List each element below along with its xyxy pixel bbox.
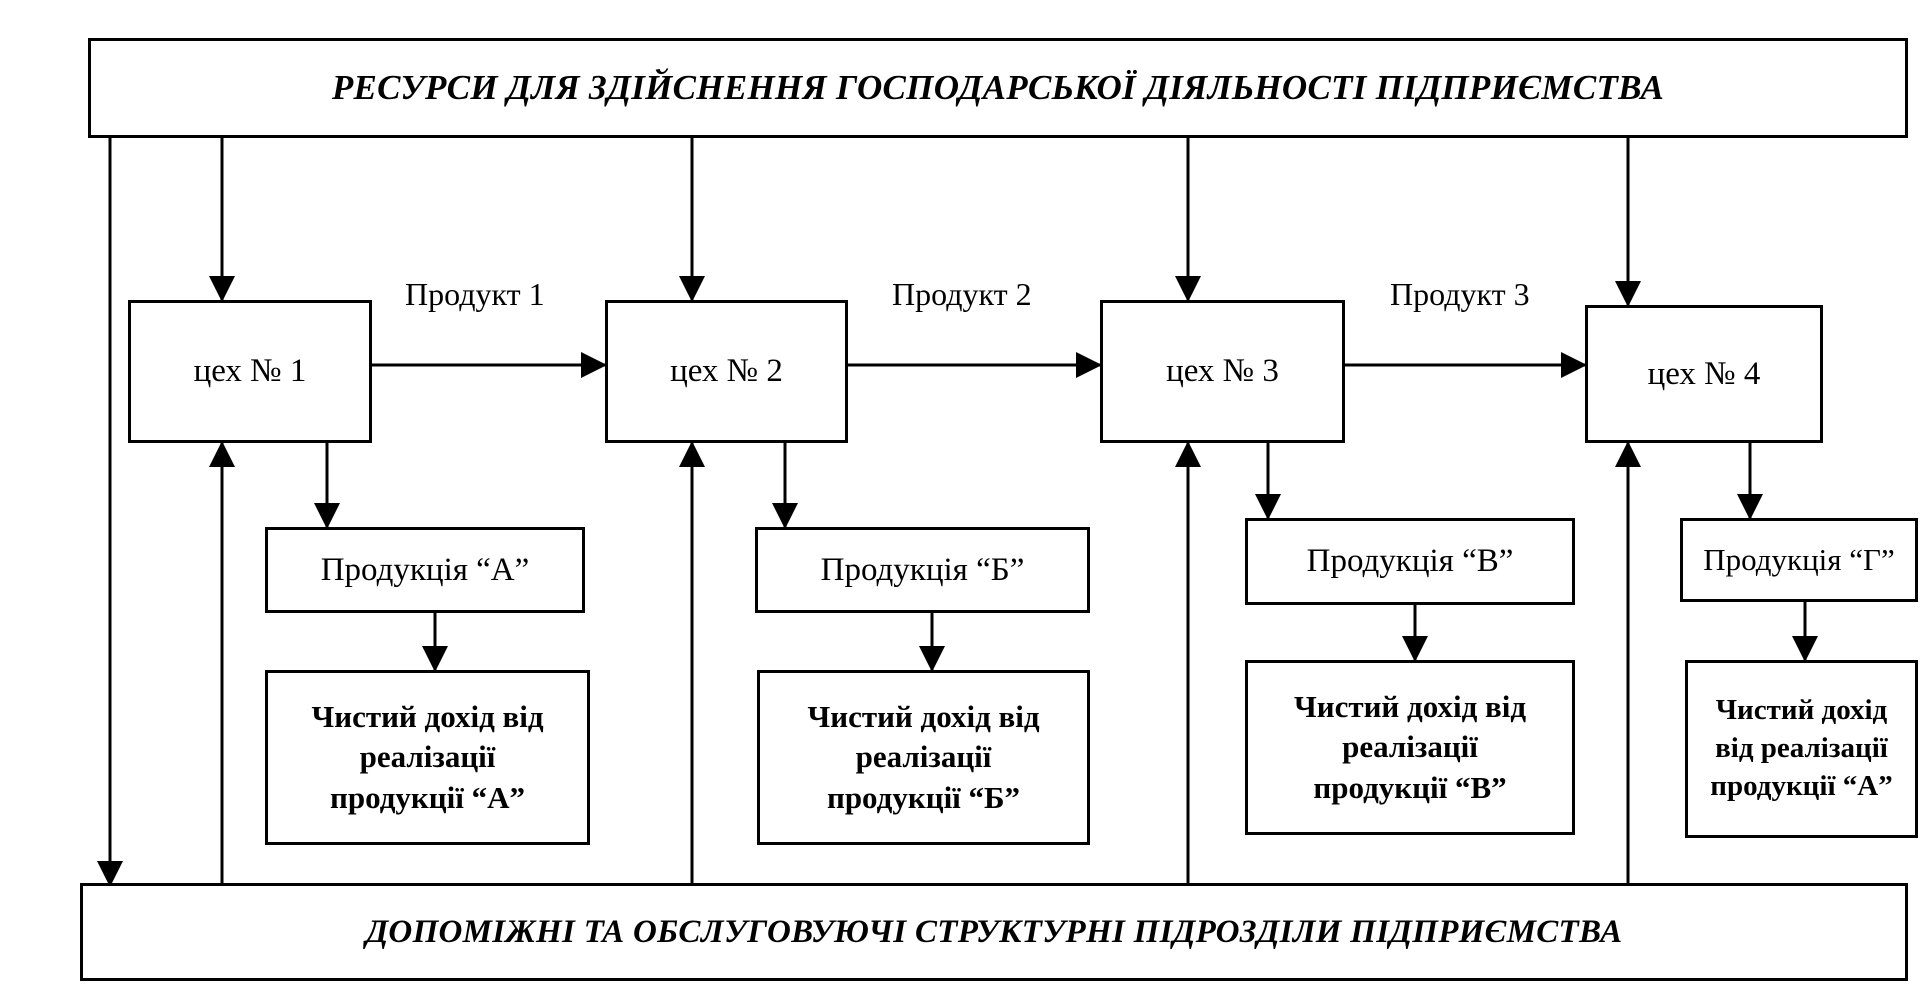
- income-box-b: Чистий дохід від реалізації продукції “Б…: [757, 670, 1090, 845]
- income-line: Чистий дохід: [1715, 694, 1888, 727]
- income-line: продукції “А”: [1710, 769, 1893, 802]
- income-line: Чистий дохід від: [311, 699, 544, 735]
- product-label: Продукція “В”: [1306, 543, 1514, 579]
- shop-box-3: цех № 3: [1100, 300, 1345, 443]
- income-box-g: Чистий дохід від реалізації продукції “А…: [1685, 660, 1918, 838]
- resources-box-label: РЕСУРСИ ДЛЯ ЗДІЙСНЕННЯ ГОСПОДАРСЬКОЇ ДІЯ…: [331, 68, 1665, 107]
- product-label: Продукція “А”: [320, 551, 530, 588]
- shop-box-1: цех № 1: [128, 300, 372, 443]
- shop-label: цех № 3: [1166, 353, 1279, 389]
- shop-label: цех № 2: [670, 353, 783, 389]
- shop-label: цех № 4: [1647, 355, 1761, 392]
- auxiliary-units-box: ДОПОМІЖНІ ТА ОБСЛУГОВУЮЧІ СТРУКТУРНІ ПІД…: [80, 883, 1908, 981]
- product-box-v: Продукція “В”: [1245, 518, 1575, 605]
- flow-label-product-1: Продукт 1: [405, 276, 545, 312]
- shop-box-2: цех № 2: [605, 300, 848, 443]
- income-box-v: Чистий дохід від реалізації продукції “В…: [1245, 660, 1575, 835]
- income-line: продукції “В”: [1313, 769, 1507, 805]
- income-line: Чистий дохід від: [807, 699, 1040, 735]
- product-label: Продукція “Г”: [1703, 542, 1895, 577]
- income-line: реалізації: [1342, 729, 1478, 765]
- product-box-g: Продукція “Г”: [1680, 518, 1918, 602]
- resources-box: РЕСУРСИ ДЛЯ ЗДІЙСНЕННЯ ГОСПОДАРСЬКОЇ ДІЯ…: [88, 38, 1908, 138]
- shop-label: цех № 1: [193, 353, 307, 389]
- income-line: продукції “А”: [330, 779, 525, 815]
- income-line: продукції “Б”: [826, 779, 1021, 815]
- flow-label-product-2: Продукт 2: [892, 276, 1032, 312]
- auxiliary-units-box-label: ДОПОМІЖНІ ТА ОБСЛУГОВУЮЧІ СТРУКТУРНІ ПІД…: [365, 913, 1623, 950]
- income-line: реалізації: [855, 739, 992, 775]
- product-box-b: Продукція “Б”: [755, 527, 1090, 613]
- product-box-a: Продукція “А”: [265, 527, 585, 613]
- income-line: реалізації: [359, 739, 496, 775]
- income-line: від реалізації: [1715, 732, 1888, 765]
- income-box-a: Чистий дохід від реалізації продукції “А…: [265, 670, 590, 845]
- income-line: Чистий дохід від: [1293, 689, 1527, 725]
- flow-label-product-3: Продукт 3: [1390, 276, 1530, 312]
- shop-box-4: цех № 4: [1585, 305, 1823, 443]
- product-label: Продукція “Б”: [820, 551, 1025, 588]
